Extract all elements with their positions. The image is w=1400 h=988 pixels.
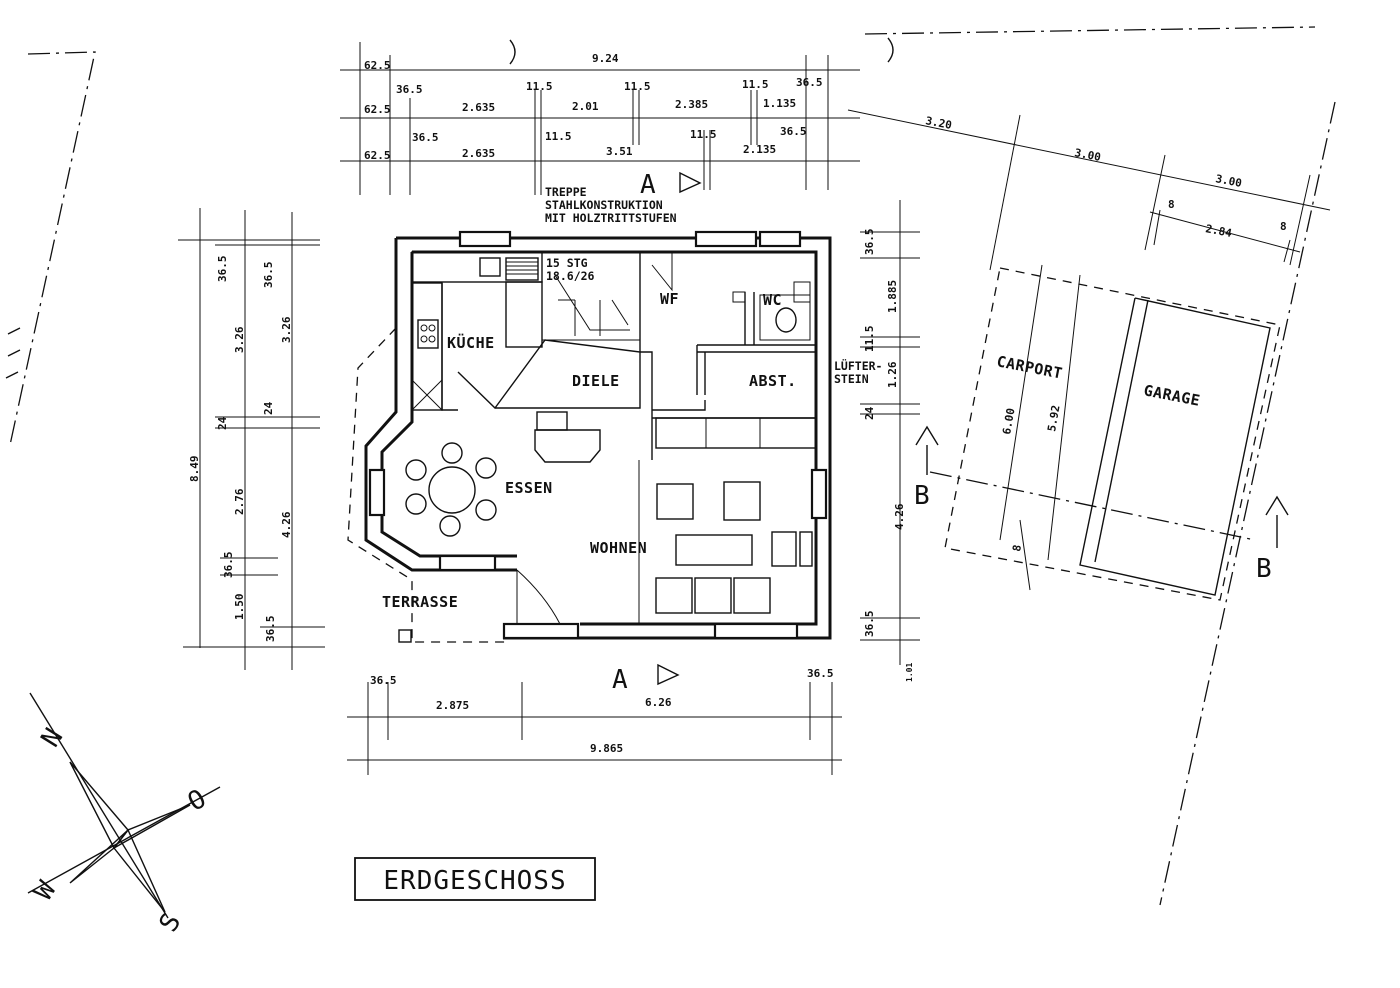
room-label-wc: WC [763, 291, 782, 309]
dim-top-r3-3: 11.5 [690, 128, 717, 141]
dim-right-2: 1.885 [886, 280, 899, 313]
dim-top-r1-1: 62.5 [364, 59, 391, 72]
dim-garage-3-20: 3.20 [924, 114, 952, 132]
dim-top-r4-2: 2.635 [462, 147, 495, 160]
compass-rose [27, 692, 221, 919]
section-b-left: B [914, 481, 930, 511]
dim-right-3: 11.5 [863, 326, 876, 353]
stair-note-line3: MIT HOLZTRITTSTUFEN [545, 211, 677, 225]
section-markers [657, 171, 1289, 686]
dim-right-1: 36.5 [863, 229, 876, 256]
plan-title: ERDGESCHOSS [383, 866, 566, 896]
right-dimension-chains [860, 200, 920, 665]
dim-top-r2-4: 2.385 [675, 98, 708, 111]
dim-top-r4-1: 62.5 [364, 149, 391, 162]
luefter-note-line1: LÜFTER- [834, 358, 882, 373]
stair-note-line2: STAHLKONSTRUKTION [545, 198, 663, 212]
dim-left-inner-5: 36.5 [264, 616, 277, 643]
left-dimension-chains [178, 208, 325, 670]
dim-right-5: 24 [863, 406, 876, 420]
dim-left-8-49: 8.49 [188, 456, 201, 483]
room-label-essen: ESSEN [505, 479, 553, 497]
dim-bottom-r2-2: 6.26 [645, 696, 672, 709]
room-label-kueche: KÜCHE [447, 333, 495, 352]
room-label-abst: ABST. [749, 372, 797, 390]
title-box [354, 857, 596, 901]
dim-carport-5-92: 5.92 [1045, 404, 1062, 432]
dim-right-6: 4.26 [893, 503, 906, 530]
dim-left-mid-2: 3.26 [233, 326, 246, 353]
dim-bottom-r1-1: 36.5 [370, 674, 397, 687]
top-dimension-chains [340, 37, 1331, 271]
dim-carport-6-00: 6.00 [1000, 407, 1017, 435]
dim-top-r4-4: 2.135 [743, 143, 776, 156]
dim-garage-8-b: 8 [1280, 220, 1287, 233]
dim-top-r1-5: 11.5 [742, 78, 769, 91]
carport-garage [929, 264, 1281, 601]
dim-top-r2-2: 2.635 [462, 101, 495, 114]
dim-top-r2-3: 2.01 [572, 100, 599, 113]
dim-right-small: 1.01 [905, 663, 914, 682]
room-label-garage: GARAGE [1142, 381, 1202, 410]
dim-carport-8: 8 [1010, 544, 1024, 553]
stair-steps-line2: 18.6/26 [546, 269, 595, 283]
room-label-diele: DIELE [572, 372, 620, 390]
room-label-wohnen: WOHNEN [590, 539, 647, 557]
dim-top-r3-4: 36.5 [780, 125, 807, 138]
dim-right-7: 36.5 [863, 611, 876, 638]
room-label-wf: WF [660, 290, 679, 308]
bottom-dimension-chains [347, 682, 842, 775]
dim-left-mid-6: 1.50 [233, 594, 246, 621]
dim-right-4: 1.26 [886, 361, 899, 388]
section-a-top: A [640, 170, 656, 200]
section-a-bottom: A [612, 665, 628, 695]
dim-top-r3-2: 11.5 [545, 130, 572, 143]
stair-note-line1: TREPPE [545, 185, 587, 199]
dim-garage-3-00-a: 3.00 [1073, 146, 1101, 164]
dim-top-r1-4: 11.5 [624, 80, 651, 93]
dim-left-mid-5: 36.5 [222, 552, 235, 579]
dim-left-mid-4: 2.76 [233, 488, 246, 515]
dim-top-r2-1: 62.5 [364, 103, 391, 116]
building-walls [347, 230, 832, 643]
dim-garage-8-a: 8 [1168, 198, 1175, 211]
dim-left-inner-4: 4.26 [280, 511, 293, 538]
section-b-right: B [1256, 554, 1272, 584]
dim-left-inner-3: 24 [262, 401, 275, 415]
dim-left-mid-1: 36.5 [216, 256, 229, 283]
compass-west: W [29, 876, 63, 905]
stair-steps-line1: 15 STG [546, 256, 588, 270]
property-lines [5, 26, 1336, 906]
dim-bottom-r2-1: 2.875 [436, 699, 469, 712]
dim-left-mid-3: 24 [216, 416, 229, 430]
dim-top-overall: 9.24 [592, 52, 619, 65]
dim-top-r4-3: 3.51 [606, 145, 633, 158]
dim-garage-3-00-b: 3.00 [1214, 172, 1242, 190]
room-label-carport: CARPORT [995, 352, 1064, 382]
luefter-note-line2: STEIN [834, 372, 869, 386]
dim-left-inner-2: 3.26 [280, 316, 293, 343]
room-label-terrasse: TERRASSE [382, 593, 458, 611]
dim-bottom-overall: 9.865 [590, 742, 623, 755]
dim-bottom-r1-2: 36.5 [807, 667, 834, 680]
dim-top-r1-6: 36.5 [796, 76, 823, 89]
dim-top-r2-5: 1.135 [763, 97, 796, 110]
compass-east: O [183, 784, 212, 818]
dim-garage-2-84: 2.84 [1204, 222, 1233, 240]
dim-top-r3-1: 36.5 [412, 131, 439, 144]
dim-top-r1-3: 11.5 [526, 80, 553, 93]
dim-left-inner-1: 36.5 [262, 262, 275, 289]
compass-south: S [154, 908, 188, 937]
dim-top-r1-2: 36.5 [396, 83, 423, 96]
